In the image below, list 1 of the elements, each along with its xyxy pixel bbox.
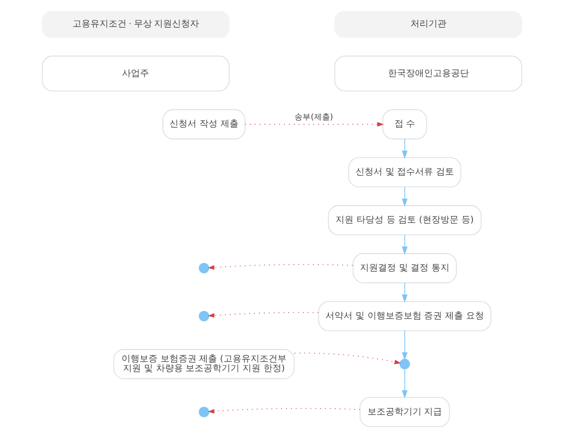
edge-label: 송부(제출) <box>294 111 333 122</box>
